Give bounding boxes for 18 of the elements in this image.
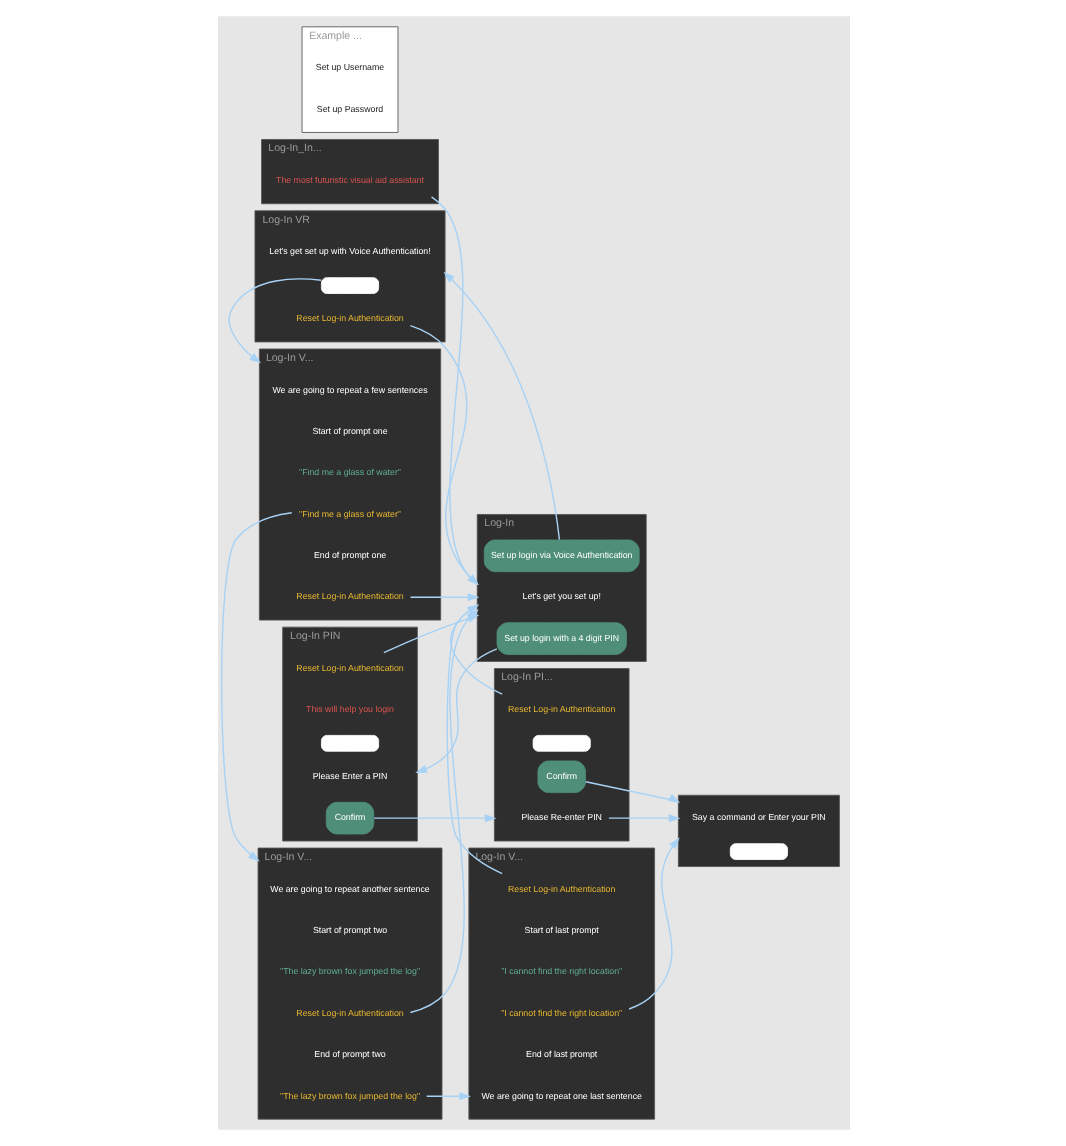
arrow xyxy=(442,271,560,541)
arrow xyxy=(219,512,292,862)
arrow xyxy=(607,814,680,823)
node-box xyxy=(728,843,787,860)
arrow xyxy=(408,324,478,585)
arrow xyxy=(627,837,679,1010)
node-box xyxy=(320,277,379,294)
cluster xyxy=(676,794,839,867)
arrow xyxy=(227,278,321,364)
node-box xyxy=(320,734,379,752)
arrow xyxy=(408,593,479,602)
arrow xyxy=(372,814,496,823)
node-box xyxy=(531,734,590,752)
arrow xyxy=(425,1092,470,1101)
arrow xyxy=(584,781,680,803)
arrow xyxy=(448,604,502,695)
arrow xyxy=(445,604,502,875)
arrow xyxy=(414,648,497,773)
